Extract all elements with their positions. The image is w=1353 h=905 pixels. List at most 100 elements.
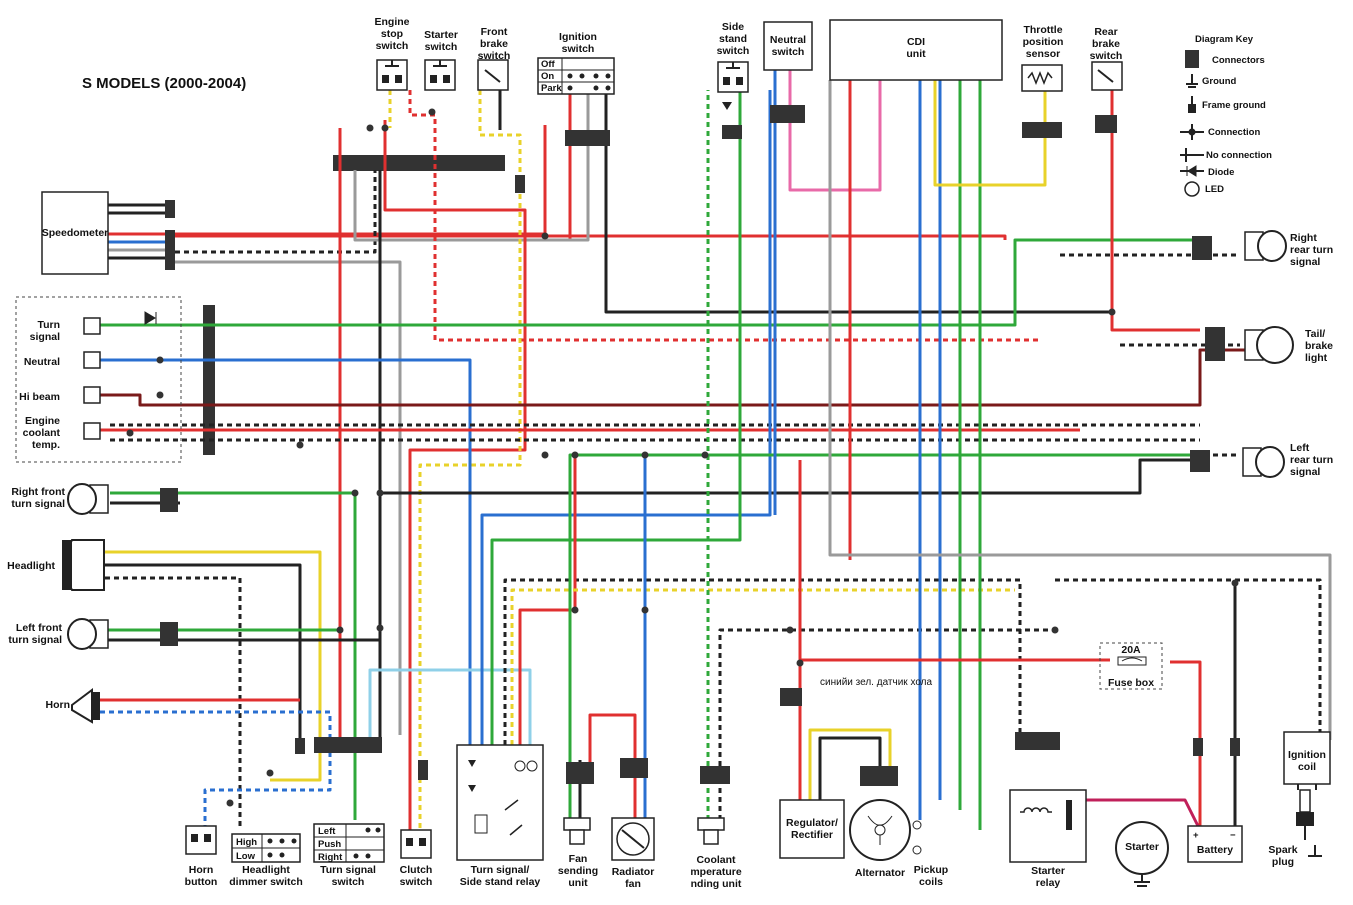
turn-switch-push-label: Push <box>318 839 341 850</box>
ground-key-icon <box>1186 74 1198 88</box>
main-harness-connector <box>333 155 505 171</box>
coolant-sending-unit <box>697 817 725 845</box>
svg-text:−: − <box>1230 830 1236 841</box>
throttle-position-sensor <box>1021 64 1063 92</box>
dimmer-high-label: High <box>236 837 257 848</box>
connection-dots <box>126 108 1239 807</box>
alternator <box>849 799 911 861</box>
diagram-key-title: Diagram Key <box>1195 34 1254 45</box>
ignition-switch <box>537 57 615 95</box>
indicator-bulbs <box>83 311 157 440</box>
spark-plug-icon <box>1296 789 1322 857</box>
left-front-turn-bulb <box>67 618 109 650</box>
alternator-label: Alternator <box>855 867 905 879</box>
diode-key-icon <box>1186 165 1197 177</box>
side-stand-switch <box>717 61 749 110</box>
battery-label: Battery <box>1197 844 1233 856</box>
battery: + − <box>1187 825 1243 863</box>
horn-button <box>185 825 217 855</box>
regulator-rectifier-label: Regulator/Rectifier <box>786 817 838 841</box>
neutral-indicator-label: Neutral <box>24 356 60 368</box>
no-connection-key-icon <box>1180 148 1204 162</box>
starter-switch <box>424 59 456 91</box>
key-frame-ground-label: Frame ground <box>1202 100 1266 111</box>
handwritten-annotation: синийи зел. датчик хола <box>820 677 933 688</box>
turn-signal-relay-label: Turn signal/Side stand relay <box>460 864 541 888</box>
speedometer-label: Speedometer <box>42 227 109 239</box>
starter-motor <box>1115 821 1169 887</box>
diagram-key: Diagram Key Connectors Ground Frame grou… <box>1180 34 1272 197</box>
clutch-switch <box>400 829 432 859</box>
hi-beam-indicator-label: Hi beam <box>19 391 60 403</box>
turn-signal-switch <box>313 823 385 863</box>
instrument-harness-connector <box>203 305 215 455</box>
headlight-label: Headlight <box>7 560 55 572</box>
ignition-off-label: Off <box>541 59 556 70</box>
tail-brake-light-bulb <box>1244 326 1294 364</box>
pickup-coils <box>912 820 922 855</box>
connector-key-icon <box>1185 50 1199 68</box>
key-connection-label: Connection <box>1208 127 1260 138</box>
ignition-park-label: Park <box>541 83 562 94</box>
headlight-lamp <box>62 539 105 591</box>
speedometer <box>41 191 109 275</box>
rear-brake-switch <box>1091 61 1123 91</box>
led-key-icon <box>1184 181 1200 197</box>
fuse-rating-label: 20A <box>1121 644 1141 656</box>
key-ground-label: Ground <box>1202 76 1236 87</box>
fuse-box <box>1099 642 1163 690</box>
diagram-title: S MODELS (2000-2004) <box>82 75 246 92</box>
turn-signal-relay <box>456 744 544 861</box>
indicator-panel <box>15 296 182 463</box>
starter-label: Starter <box>1125 841 1159 853</box>
horn-icon <box>71 688 100 724</box>
neutral-switch <box>763 21 813 71</box>
dimmer-low-label: Low <box>236 851 256 862</box>
connectors <box>160 105 1240 786</box>
ignition-on-label: On <box>541 71 554 82</box>
cdi-unit <box>829 19 1003 81</box>
right-front-turn-bulb <box>67 483 109 515</box>
left-rear-turn-bulb <box>1242 446 1285 478</box>
diode-icon <box>144 311 157 325</box>
front-brake-switch <box>477 59 509 91</box>
radiator-fan <box>611 817 655 861</box>
key-led-label: LED <box>1205 184 1224 195</box>
wires <box>100 70 1332 831</box>
starter-relay <box>1009 789 1087 863</box>
horn-label: Horn <box>46 699 71 711</box>
key-diode-label: Diode <box>1208 167 1234 178</box>
key-no-connection-label: No connection <box>1206 150 1272 161</box>
turn-switch-left-label: Left <box>318 826 336 837</box>
key-connectors-label: Connectors <box>1212 55 1265 66</box>
fan-sending-unit <box>563 817 591 845</box>
turn-switch-right-label: Right <box>318 852 343 863</box>
right-rear-turn-bulb <box>1244 230 1287 262</box>
headlight-dimmer-switch <box>231 833 301 863</box>
ignition-coil <box>1283 731 1331 790</box>
